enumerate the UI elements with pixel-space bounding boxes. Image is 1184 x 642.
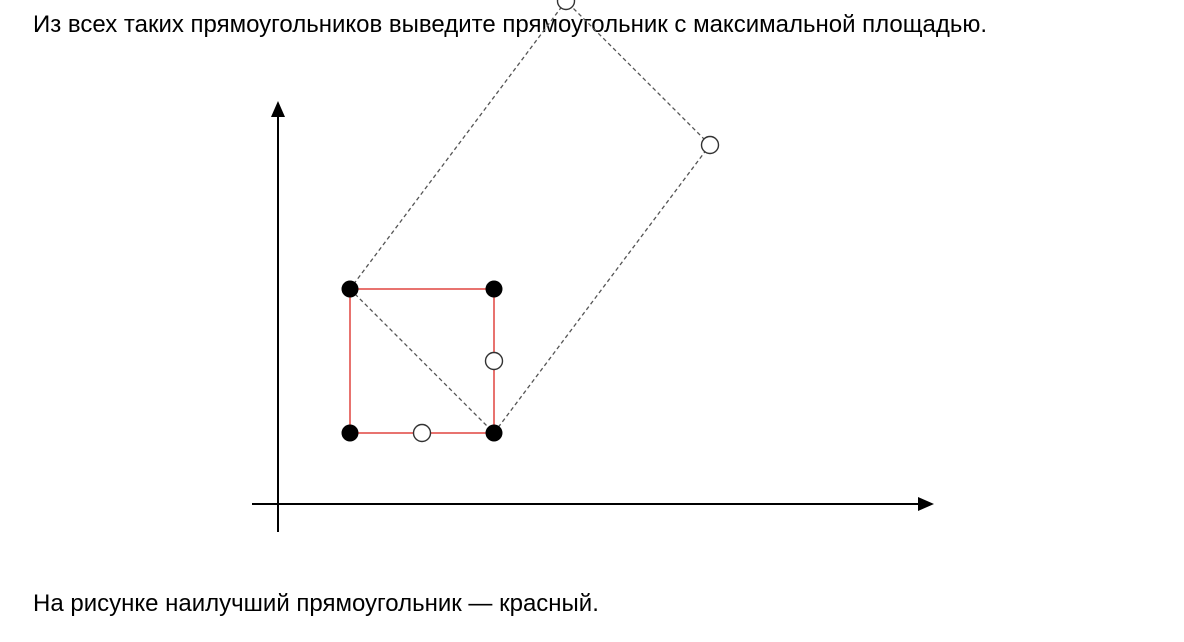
hollow-point (412, 423, 432, 443)
dashed-rectangle-edge (349, 288, 495, 434)
y-axis-arrow (271, 101, 285, 117)
axes (252, 101, 934, 532)
dashed-rectangle-edge (565, 0, 711, 146)
hollow-point (484, 351, 504, 371)
caption-text: На рисунке наилучший прямоугольник — кра… (33, 590, 599, 617)
filled-point (485, 424, 503, 442)
dashed-rectangle-edge (349, 0, 567, 290)
points (341, 0, 720, 443)
dashed-rectangle (349, 0, 711, 434)
intro-text: Из всех таких прямоугольников выведите п… (33, 11, 988, 38)
hollow-point (556, 0, 576, 11)
hollow-point (700, 135, 720, 155)
dashed-rectangle-edge (493, 144, 711, 434)
filled-point (341, 424, 359, 442)
x-axis-arrow (918, 497, 934, 511)
filled-point (341, 280, 359, 298)
filled-point (485, 280, 503, 298)
